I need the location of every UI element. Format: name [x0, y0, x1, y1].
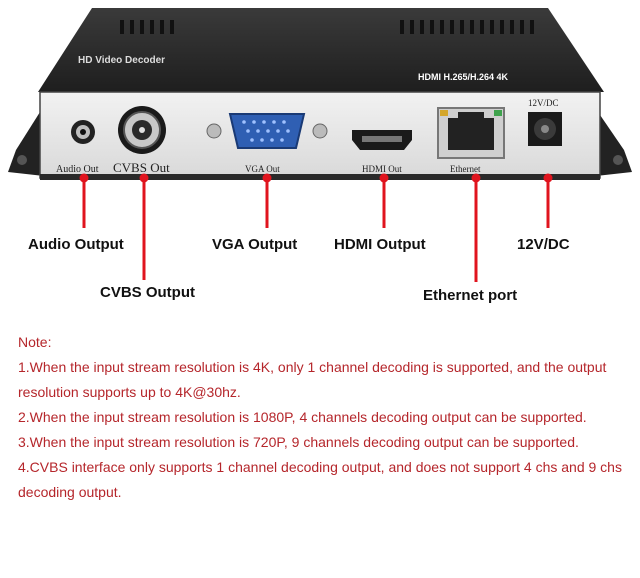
callout-lines	[79, 173, 553, 282]
audio-jack	[71, 120, 95, 144]
notes-section: Note: 1.When the input stream resolution…	[18, 330, 630, 505]
top-label: HD Video Decoder	[78, 55, 165, 66]
dc-jack	[528, 112, 562, 146]
decoder-device-illustration: HD Video Decoder HDMI H.265/H.264 4K	[8, 8, 632, 282]
panel-label-dc: 12V/DC	[528, 98, 559, 108]
panel-label-audio: Audio Out	[56, 164, 99, 175]
note-item-2: 2.When the input stream resolution is 10…	[18, 409, 587, 425]
left-mount-ear	[8, 112, 44, 176]
callout-cvbs-output: CVBS Output	[100, 284, 195, 301]
panel-label-ethernet: Ethernet	[450, 164, 481, 174]
callout-hdmi-output: HDMI Output	[334, 236, 426, 253]
panel-label-vga: VGA Out	[245, 164, 280, 174]
bnc-connector	[118, 106, 166, 154]
note-item-1: 1.When the input stream resolution is 4K…	[18, 359, 607, 400]
hdmi-port	[352, 130, 412, 150]
note-item-4: 4.CVBS interface only supports 1 channel…	[18, 459, 622, 500]
ethernet-port	[437, 107, 505, 159]
notes-title: Note:	[18, 334, 52, 350]
top-badge: HDMI H.265/H.264 4K	[418, 72, 509, 82]
note-item-3: 3.When the input stream resolution is 72…	[18, 434, 579, 450]
panel-label-cvbs: CVBS Out	[113, 160, 170, 175]
vent-slots	[120, 20, 534, 34]
callout-12v-dc: 12V/DC	[517, 236, 570, 253]
vga-port	[206, 113, 328, 149]
callout-vga-output: VGA Output	[212, 236, 298, 253]
panel-label-hdmi: HDMI Out	[362, 164, 402, 174]
callout-ethernet-port: Ethernet port	[423, 287, 518, 304]
callout-audio-output: Audio Output	[28, 236, 124, 253]
right-mount-ear	[596, 112, 632, 176]
